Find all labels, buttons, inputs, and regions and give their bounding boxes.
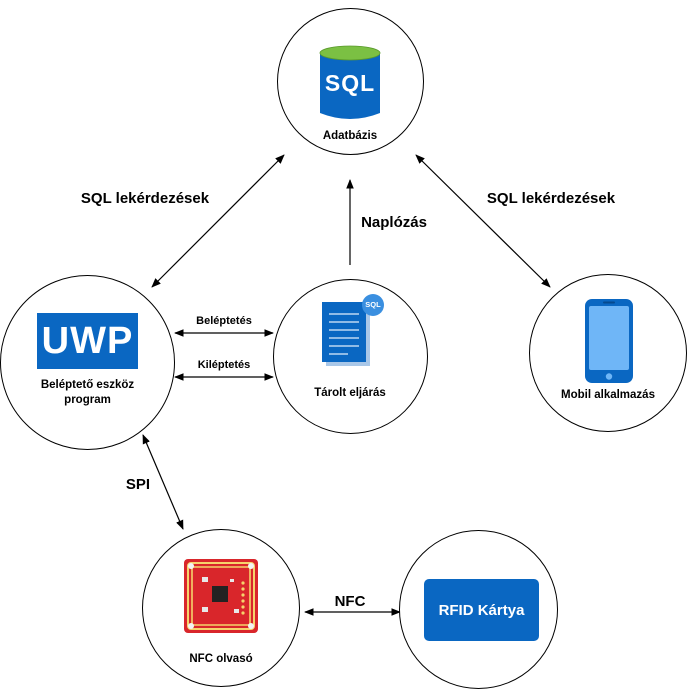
- edge-spi: [142, 434, 184, 530]
- sql-database-icon: [319, 45, 381, 119]
- edge-label-mobile-db: SQL lekérdezések: [486, 190, 616, 207]
- nfc-board-icon: [184, 559, 258, 633]
- uwp-label-line2: program: [64, 394, 111, 406]
- nfc-reader-label: NFC olvasó: [189, 653, 253, 665]
- edge-label-uwp-db: SQL lekérdezések: [80, 190, 210, 207]
- database-icon-text: SQL: [324, 70, 376, 96]
- edge-label-login: Beléptetés: [196, 315, 252, 327]
- database-label: Adatbázis: [322, 130, 378, 142]
- document-sql-badge: SQL: [365, 300, 381, 309]
- uwp-label-line1: Beléptető eszköz: [40, 379, 135, 391]
- mobile-label: Mobil alkalmazás: [561, 389, 655, 401]
- rfid-card: RFID Kártya: [424, 579, 539, 641]
- uwp-logo: UWP: [37, 313, 138, 369]
- edge-uwp-db: [151, 154, 285, 288]
- edge-label-nfc: NFC: [334, 593, 366, 610]
- stored-procedure-label: Tárolt eljárás: [314, 387, 386, 399]
- edge-mobile-db: [415, 154, 551, 288]
- edge-label-proc-db: Naplózás: [361, 214, 427, 231]
- smartphone-icon: [585, 299, 633, 383]
- document-icon: [322, 294, 384, 366]
- edge-label-spi: SPI: [125, 476, 151, 493]
- edge-label-logout: Kiléptetés: [197, 359, 251, 371]
